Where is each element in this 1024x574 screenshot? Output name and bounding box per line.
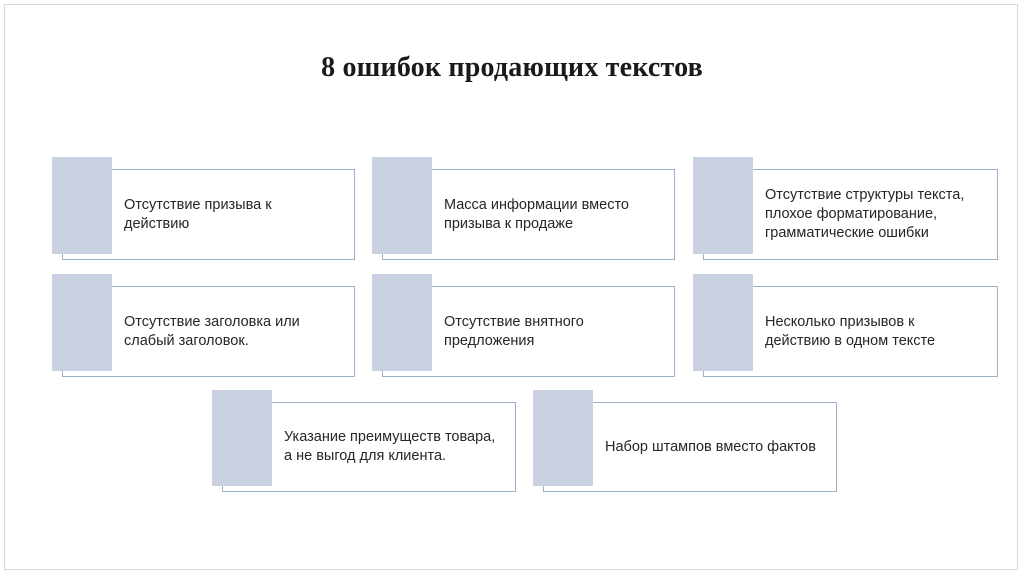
card-label: Отсутствие структуры текста, плохое форм… bbox=[765, 187, 965, 241]
card-swatch bbox=[52, 274, 112, 371]
card-label: Набор штампов вместо фактов bbox=[605, 438, 816, 455]
card-label: Отсутствие заголовка или слабый заголово… bbox=[124, 313, 300, 349]
error-card-1: Отсутствие призыва к действию bbox=[52, 157, 355, 260]
error-card-4: Отсутствие заголовка или слабый заголово… bbox=[52, 274, 355, 377]
error-card-3: Отсутствие структуры текста, плохое форм… bbox=[693, 157, 998, 260]
card-swatch bbox=[372, 157, 432, 254]
page-title: 8 ошибок продающих текстов bbox=[321, 52, 703, 83]
error-card-6: Несколько призывов к действию в одном те… bbox=[693, 274, 998, 377]
card-label: Отсутствие внятного предложения bbox=[444, 313, 584, 349]
error-card-2: Масса информации вместо призыва к продаж… bbox=[372, 157, 675, 260]
card-label: Несколько призывов к действию в одном те… bbox=[765, 313, 936, 349]
slide-frame bbox=[4, 4, 1018, 570]
card-label: Указание преимуществ товара, а не выгод … bbox=[284, 429, 496, 464]
error-card-5: Отсутствие внятного предложения bbox=[372, 274, 675, 377]
card-swatch bbox=[693, 274, 753, 371]
error-card-7: Указание преимуществ товара, а не выгод … bbox=[212, 390, 516, 492]
card-swatch bbox=[372, 274, 432, 371]
card-swatch bbox=[533, 390, 593, 486]
card-label: Масса информации вместо призыва к продаж… bbox=[444, 196, 629, 232]
card-swatch bbox=[693, 157, 753, 254]
error-card-8: Набор штампов вместо фактов bbox=[533, 390, 837, 492]
card-label: Отсутствие призыва к действию bbox=[124, 196, 272, 232]
card-swatch bbox=[212, 390, 272, 486]
card-swatch bbox=[52, 157, 112, 254]
